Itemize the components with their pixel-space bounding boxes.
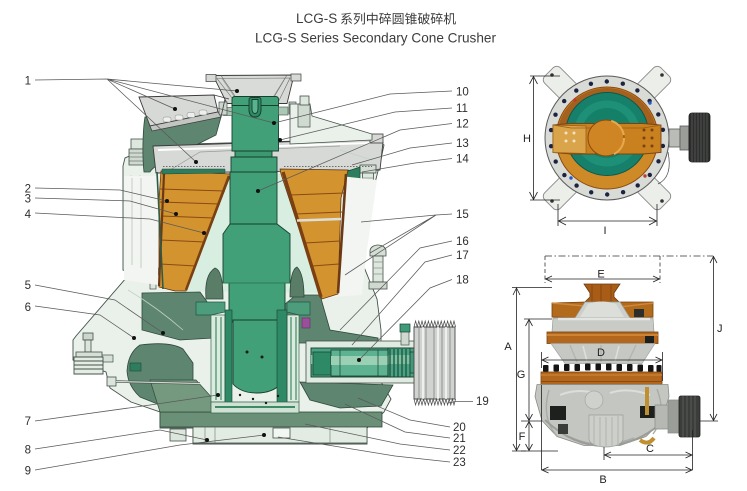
svg-text:17: 17 bbox=[456, 250, 469, 262]
svg-text:16: 16 bbox=[456, 236, 469, 248]
svg-text:10: 10 bbox=[456, 87, 469, 99]
svg-text:D: D bbox=[597, 347, 605, 359]
svg-text:20: 20 bbox=[453, 422, 466, 434]
svg-text:B: B bbox=[599, 474, 606, 486]
svg-text:23: 23 bbox=[453, 457, 466, 469]
svg-text:F: F bbox=[519, 431, 526, 443]
svg-text:21: 21 bbox=[453, 433, 466, 445]
svg-text:3: 3 bbox=[25, 194, 31, 206]
svg-text:18: 18 bbox=[456, 275, 469, 287]
svg-text:LCG-S: LCG-S bbox=[296, 11, 337, 26]
svg-text:J: J bbox=[717, 323, 723, 335]
svg-text:9: 9 bbox=[25, 466, 31, 478]
svg-text:8: 8 bbox=[25, 445, 31, 457]
svg-text:14: 14 bbox=[456, 154, 469, 166]
svg-text:5: 5 bbox=[25, 280, 31, 292]
svg-text:H: H bbox=[523, 133, 531, 145]
svg-text:1: 1 bbox=[25, 76, 31, 88]
svg-text:19: 19 bbox=[476, 396, 489, 408]
svg-text:4: 4 bbox=[25, 209, 32, 221]
svg-text:11: 11 bbox=[456, 103, 468, 115]
svg-text:6: 6 bbox=[25, 302, 31, 314]
svg-text:7: 7 bbox=[25, 416, 31, 428]
svg-text:LCG-S Series Secondary Cone Cr: LCG-S Series Secondary Cone Crusher bbox=[255, 31, 496, 46]
svg-text:15: 15 bbox=[456, 209, 469, 221]
svg-text:C: C bbox=[646, 443, 654, 455]
svg-text:13: 13 bbox=[456, 138, 469, 150]
svg-text:22: 22 bbox=[453, 445, 466, 457]
svg-text:12: 12 bbox=[456, 119, 469, 131]
svg-text:2: 2 bbox=[25, 184, 31, 196]
svg-text:G: G bbox=[517, 369, 526, 381]
svg-text:E: E bbox=[597, 269, 604, 281]
svg-text:A: A bbox=[504, 341, 512, 353]
svg-text:I: I bbox=[603, 225, 606, 237]
